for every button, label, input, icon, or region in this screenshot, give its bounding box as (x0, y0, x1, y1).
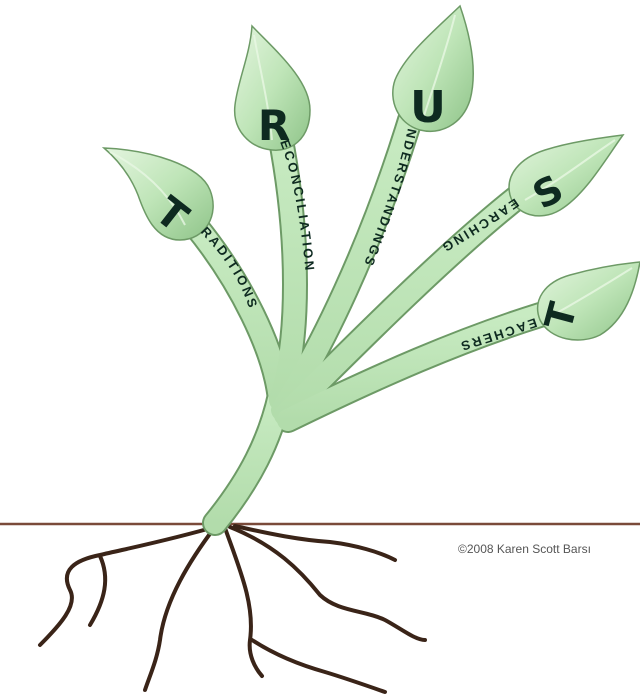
stem (195, 120, 540, 523)
copyright-text: ©2008 Karen Scott Barsı (458, 542, 591, 556)
letter-u-understandings: U (410, 82, 446, 133)
word-searching: EARCHING (438, 196, 522, 256)
roots (40, 526, 425, 692)
leaves (104, 6, 640, 340)
